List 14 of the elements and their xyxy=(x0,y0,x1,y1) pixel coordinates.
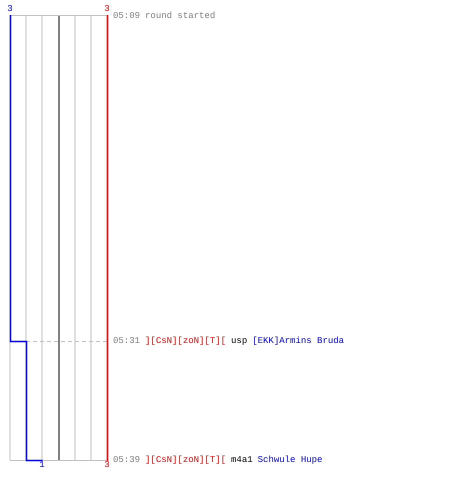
player-name: Schwule Hupe xyxy=(258,455,322,465)
player-name: [EKK]Armins Bruda xyxy=(252,336,344,346)
weapon-name: m4a1 xyxy=(231,455,253,465)
timestamp: 05:39 xyxy=(113,455,140,465)
timestamp: 05:09 xyxy=(113,11,140,21)
count: 3 xyxy=(7,4,13,14)
count: 3 xyxy=(104,4,110,14)
timestamp: 05:31 xyxy=(113,336,140,346)
weapon-name: usp xyxy=(231,336,248,346)
player-name: ][CsN][zoN][T][ xyxy=(145,455,226,465)
event-text: round started xyxy=(145,11,216,21)
player-name: ][CsN][zoN][T][ xyxy=(145,336,226,346)
count: 1 xyxy=(39,460,45,470)
count: 3 xyxy=(104,460,110,470)
